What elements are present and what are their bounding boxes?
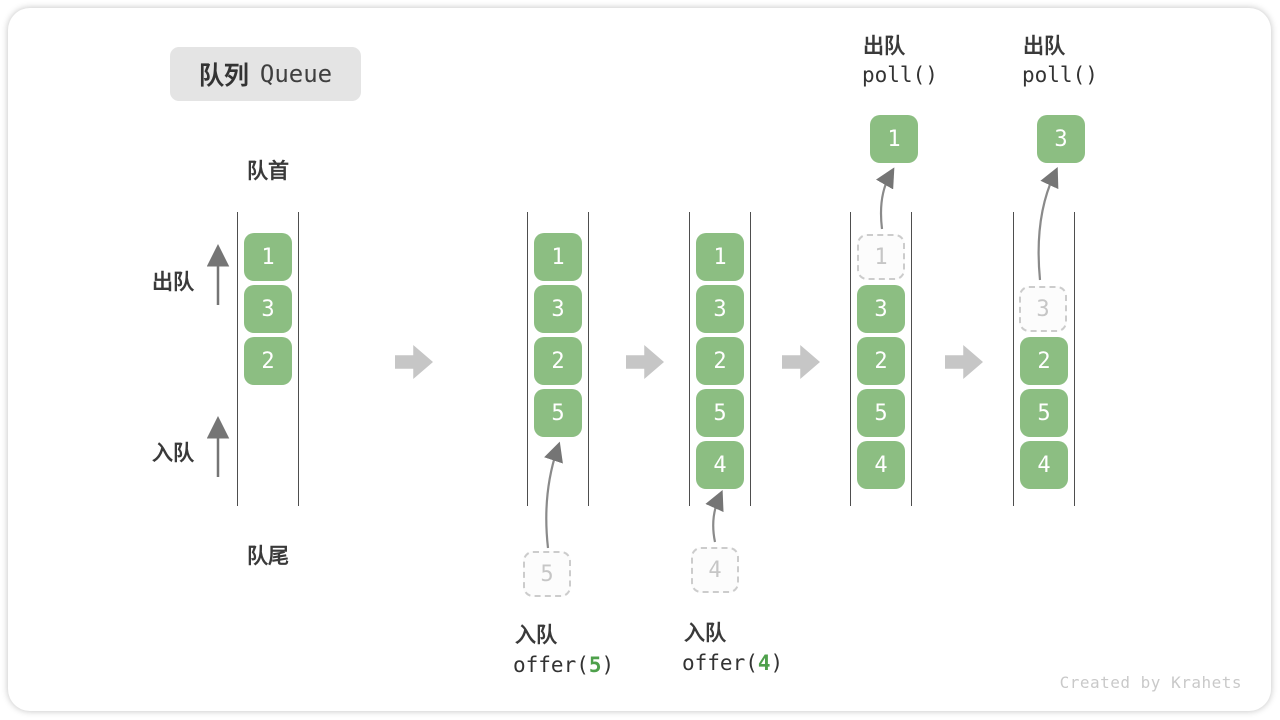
queue-box: 4 [1020, 441, 1068, 489]
label-queue-front: 队首 [247, 160, 289, 183]
op-close: ) [601, 653, 615, 677]
staged-element-box: 4 [691, 547, 739, 593]
op-label-enqueue: 入队 [684, 622, 726, 645]
title-badge: 队列 Queue [170, 47, 361, 101]
title-zh: 队列 [198, 62, 249, 90]
queue-box: 3 [857, 285, 905, 333]
queue-box: 3 [244, 285, 292, 333]
queue-box: 2 [696, 337, 744, 385]
op-fn: offer( [682, 651, 758, 675]
queue-column-state4 [850, 212, 912, 506]
popped-element-box: 1 [870, 115, 918, 163]
watermark: Created by Krahets [1059, 673, 1242, 692]
queue-column-state2 [527, 212, 589, 506]
label-dequeue: 出队 [152, 271, 194, 294]
queue-box: 5 [1020, 389, 1068, 437]
staged-element-box: 5 [523, 551, 571, 597]
op-label-enqueue: 入队 [515, 624, 557, 647]
removed-element-ghost: 1 [857, 234, 905, 280]
removed-element-ghost: 3 [1019, 286, 1067, 332]
queue-box: 3 [696, 285, 744, 333]
popped-element-box: 3 [1037, 115, 1085, 163]
label-enqueue: 入队 [152, 442, 194, 465]
queue-box: 4 [857, 441, 905, 489]
title-en: Queue [259, 60, 333, 88]
op-call-poll: poll() [1022, 63, 1098, 87]
queue-box: 1 [696, 233, 744, 281]
queue-box: 3 [534, 285, 582, 333]
op-label-dequeue: 出队 [1023, 35, 1065, 58]
queue-box: 1 [244, 233, 292, 281]
queue-box: 5 [857, 389, 905, 437]
op-close: ) [770, 651, 784, 675]
op-call-poll: poll() [862, 63, 938, 87]
queue-column-state1 [237, 212, 299, 506]
queue-box: 2 [1020, 337, 1068, 385]
queue-column-state3 [689, 212, 751, 506]
queue-box: 2 [534, 337, 582, 385]
op-call-offer4: offer(4) [682, 651, 783, 675]
queue-box: 5 [534, 389, 582, 437]
queue-box: 2 [857, 337, 905, 385]
label-queue-rear: 队尾 [247, 545, 289, 568]
queue-box: 2 [244, 337, 292, 385]
op-arg: 4 [757, 651, 771, 675]
op-label-dequeue: 出队 [863, 35, 905, 58]
op-fn: offer( [513, 653, 589, 677]
op-arg: 5 [588, 653, 602, 677]
op-call-offer5: offer(5) [513, 653, 614, 677]
queue-column-state5 [1013, 212, 1075, 506]
queue-box: 1 [534, 233, 582, 281]
queue-box: 4 [696, 441, 744, 489]
queue-box: 5 [696, 389, 744, 437]
